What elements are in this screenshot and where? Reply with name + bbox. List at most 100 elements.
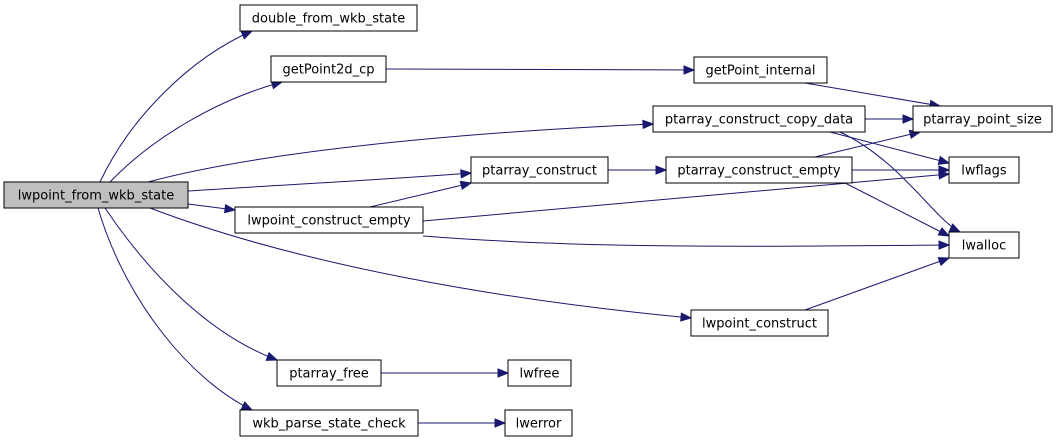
node-box: [665, 156, 853, 184]
node-ptarray_construct_copy_data[interactable]: ptarray_construct_copy_data: [652, 105, 866, 133]
arrowhead: [938, 170, 951, 180]
node-double_from_wkb_state[interactable]: double_from_wkb_state: [239, 4, 418, 32]
node-label: getPoint2d_cp: [282, 63, 374, 78]
node-wkb_parse_state_check[interactable]: wkb_parse_state_check: [239, 409, 419, 437]
call-edge-getPoint2d_cp-to-getPoint_internal: [385, 65, 696, 75]
node-box: [504, 409, 573, 437]
node-box: [693, 56, 828, 84]
edge-line: [187, 172, 472, 192]
edges-layer: [97, 30, 962, 428]
node-label: ptarray_point_size: [923, 113, 1042, 128]
node-lwpoint_construct_empty[interactable]: lwpoint_construct_empty: [234, 206, 424, 234]
node-label: wkb_parse_state_check: [252, 417, 406, 432]
edge-line: [839, 131, 961, 233]
arrowhead: [937, 257, 951, 267]
call-edge-getPoint_internal-to-ptarray_point_size: [804, 82, 942, 109]
node-box: [948, 156, 1020, 184]
node-label: double_from_wkb_state: [252, 12, 405, 27]
node-label: ptarray_construct_copy_data: [665, 113, 853, 128]
call-edge-ptarray_construct_empty-to-ptarray_point_size: [814, 129, 922, 158]
call-edge-ptarray_construct-to-ptarray_construct_empty: [608, 165, 668, 175]
node-label: lwalloc: [962, 239, 1007, 254]
call-edge-lwpoint_construct-to-lwalloc: [804, 257, 951, 311]
edge-line: [99, 30, 253, 183]
arrowhead: [902, 114, 915, 124]
node-box: [948, 231, 1020, 259]
arrowhead: [494, 418, 507, 428]
arrowhead: [459, 180, 473, 191]
edge-line: [804, 257, 950, 311]
arrowhead: [655, 165, 668, 175]
arrowhead: [683, 65, 696, 75]
call-edge-lwpoint_from_wkb_state-to-lwpoint_construct: [149, 207, 693, 322]
nodes-layer: lwpoint_from_wkb_state double_from_wkb_st…: [3, 4, 1053, 437]
node-label: lwpoint_construct_empty: [247, 214, 410, 229]
edge-line: [147, 123, 654, 183]
call-edge-ptarray_construct_empty-to-lwflags: [852, 165, 951, 175]
node-lwpoint_construct[interactable]: lwpoint_construct: [690, 309, 829, 337]
call-edge-wkb_parse_state_check-to-lwerror: [418, 418, 507, 428]
arrowhead: [938, 240, 951, 250]
call-edge-lwpoint_from_wkb_state-to-lwpoint_construct_empty: [187, 203, 237, 214]
arrowhead: [240, 30, 254, 40]
node-lwpoint_from_wkb_state[interactable]: lwpoint_from_wkb_state: [3, 181, 189, 209]
node-label: ptarray_construct_empty: [677, 164, 840, 179]
node-label: ptarray_construct: [482, 164, 597, 179]
arrowhead: [224, 204, 237, 214]
arrowhead: [497, 368, 510, 378]
node-label: ptarray_free: [289, 367, 369, 382]
arrowhead: [460, 169, 473, 179]
node-box: [239, 409, 419, 437]
node-label: lwpoint_construct: [702, 317, 817, 332]
node-lwflags[interactable]: lwflags: [948, 156, 1020, 184]
node-box: [507, 359, 572, 387]
node-box: [239, 4, 418, 32]
call-edge-lwpoint_from_wkb_state-to-wkb_parse_state_check: [97, 207, 254, 411]
edge-line: [814, 131, 921, 158]
node-box: [652, 105, 866, 133]
node-box: [270, 55, 387, 83]
arrowhead: [642, 119, 655, 130]
node-label: getPoint_internal: [705, 64, 815, 79]
node-lwalloc[interactable]: lwalloc: [948, 231, 1020, 259]
node-ptarray_construct[interactable]: ptarray_construct: [470, 156, 609, 184]
call-edge-lwpoint_from_wkb_state-to-getPoint2d_cp: [109, 80, 284, 183]
node-box: [234, 206, 424, 234]
node-box: [470, 156, 609, 184]
node-box: [276, 359, 382, 387]
arrowhead: [680, 312, 693, 322]
edge-line: [385, 68, 695, 71]
node-label: lwerror: [516, 417, 562, 432]
edge-line: [422, 173, 950, 222]
node-ptarray_free[interactable]: ptarray_free: [276, 359, 382, 387]
node-getPoint2d_cp[interactable]: getPoint2d_cp: [270, 55, 387, 83]
node-lwerror[interactable]: lwerror: [504, 409, 573, 437]
edge-line: [109, 81, 283, 183]
node-ptarray_point_size[interactable]: ptarray_point_size: [912, 105, 1053, 133]
arrowhead: [240, 401, 254, 411]
node-lwfree[interactable]: lwfree: [507, 359, 572, 387]
call-edge-ptarray_construct_copy_data-to-ptarray_point_size: [865, 114, 915, 124]
node-box: [912, 105, 1053, 133]
edge-line: [804, 82, 941, 107]
node-label: lwpoint_from_wkb_state: [18, 189, 175, 204]
arrowhead: [948, 223, 962, 233]
call-edge-ptarray_free-to-lwfree: [381, 368, 510, 378]
node-box: [690, 309, 829, 337]
call-edge-lwpoint_from_wkb_state-to-ptarray_construct: [187, 169, 473, 192]
node-ptarray_construct_empty[interactable]: ptarray_construct_empty: [665, 156, 853, 184]
call-edge-lwpoint_from_wkb_state-to-double_from_wkb_state: [99, 30, 254, 183]
edge-line: [149, 207, 692, 319]
arrowhead: [937, 155, 951, 165]
call-edge-lwpoint_from_wkb_state-to-ptarray_free: [104, 207, 279, 361]
node-box: [3, 181, 189, 209]
edge-line: [97, 207, 253, 411]
call-edge-lwpoint_construct_empty-to-lwalloc: [422, 235, 951, 250]
node-label: lwfree: [520, 367, 560, 382]
node-label: lwflags: [961, 164, 1007, 179]
call-edge-lwpoint_construct_empty-to-ptarray_construct: [369, 180, 473, 208]
edge-line: [369, 182, 472, 208]
node-getPoint_internal[interactable]: getPoint_internal: [693, 56, 828, 84]
call-edge-ptarray_construct_empty-to-lwalloc: [844, 182, 951, 237]
